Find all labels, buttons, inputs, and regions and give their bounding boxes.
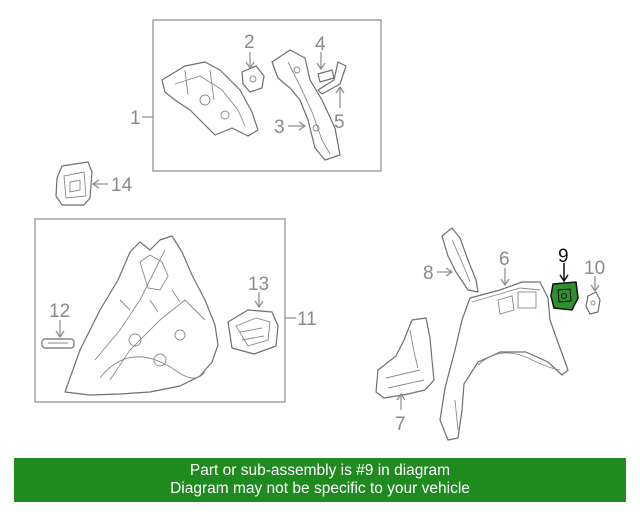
banner-line-1: Part or sub-assembly is #9 in diagram xyxy=(189,462,451,479)
part-7-shape[interactable] xyxy=(375,317,435,399)
part-4-shape[interactable] xyxy=(317,69,335,83)
callout-1[interactable]: 1 xyxy=(130,108,141,129)
part-13-shape[interactable] xyxy=(227,309,279,355)
callout-12[interactable]: 12 xyxy=(49,301,70,322)
callout-2[interactable]: 2 xyxy=(244,32,255,53)
part-info-banner: Part or sub-assembly is #9 in diagram Di… xyxy=(14,458,626,502)
callout-13[interactable]: 13 xyxy=(248,274,269,295)
part-11-shape[interactable] xyxy=(64,235,219,396)
lower-group-frame xyxy=(34,218,286,403)
part-14-shape[interactable] xyxy=(55,161,93,206)
callout-9[interactable]: 9 xyxy=(558,246,569,267)
callout-11[interactable]: 11 xyxy=(297,309,317,330)
upper-group-frame xyxy=(152,19,382,172)
part-3-shape[interactable] xyxy=(271,49,341,161)
banner-line-2: Diagram may not be specific to your vehi… xyxy=(170,480,470,497)
part-10-shape[interactable] xyxy=(585,291,601,315)
callout-3[interactable]: 3 xyxy=(274,117,285,138)
callout-6[interactable]: 6 xyxy=(499,249,510,270)
part-1-shape[interactable] xyxy=(161,61,259,137)
part-2-shape[interactable] xyxy=(241,65,265,93)
callout-4[interactable]: 4 xyxy=(315,34,326,55)
part-8-shape[interactable] xyxy=(441,227,479,293)
parts-diagram: 1 2 3 4 5 14 12 13 11 8 6 9 10 7 xyxy=(34,19,605,441)
callout-10[interactable]: 10 xyxy=(584,258,605,279)
part-12-shape[interactable] xyxy=(41,338,75,349)
callout-8[interactable]: 8 xyxy=(423,263,434,284)
callout-7[interactable]: 7 xyxy=(395,414,406,435)
part-6-shape[interactable] xyxy=(439,281,569,441)
part-9-shape[interactable] xyxy=(550,281,579,311)
part-5-shape[interactable] xyxy=(317,61,347,95)
callout-5[interactable]: 5 xyxy=(334,112,345,133)
callout-14[interactable]: 14 xyxy=(111,175,133,196)
